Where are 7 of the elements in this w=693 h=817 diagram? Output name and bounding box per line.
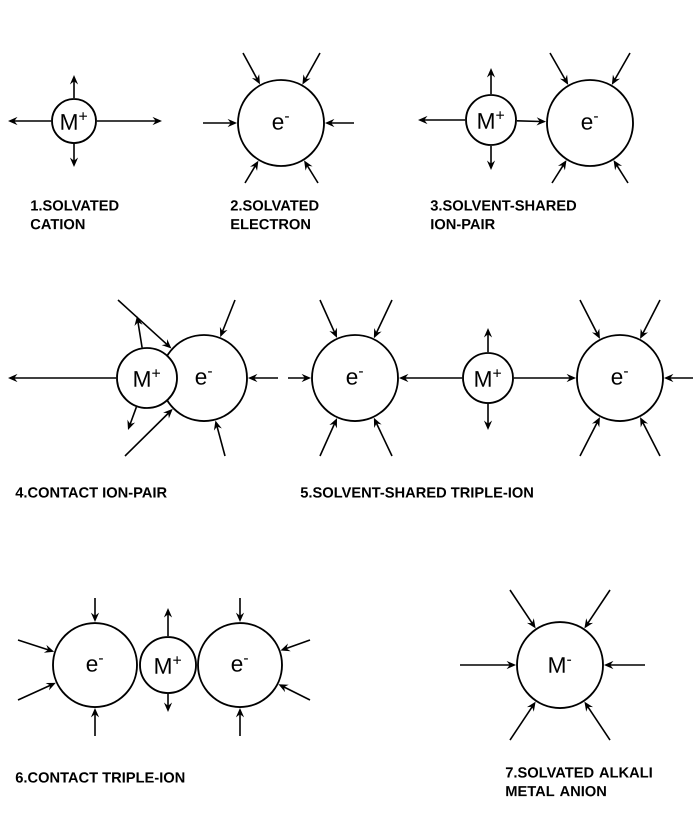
- caption: 3.SOLVENT-SHARED ION-PAIR: [430, 200, 576, 230]
- caption: 1.SOLVATED CATION: [30, 200, 118, 230]
- caption: 5.SOLVENT-SHARED TRIPLE-ION: [300, 487, 533, 498]
- caption: 6.CONTACT TRIPLE-ION: [16, 772, 184, 783]
- caption: 2.SOLVATED ELECTRON: [230, 200, 318, 230]
- caption: 7.SOLVATED ALKALI METAL ANION: [506, 767, 652, 796]
- caption: 4.CONTACT ION-PAIR: [16, 487, 167, 498]
